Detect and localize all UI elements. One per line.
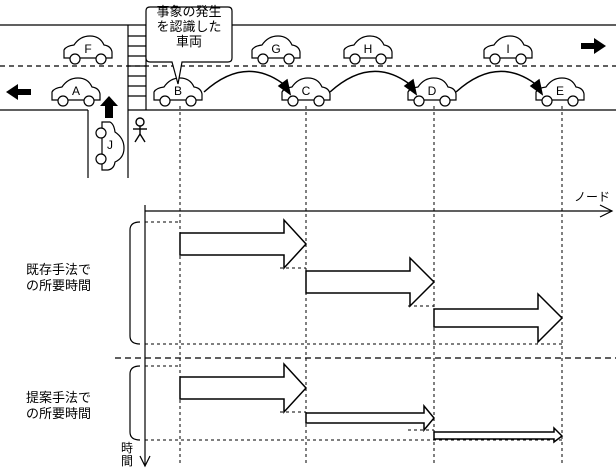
proposed-method-label: 提案手法で の所要時間 xyxy=(26,391,92,422)
car-b-label: B xyxy=(174,84,182,98)
time-dashed-lines xyxy=(145,221,562,441)
cars-layer: A B C D E F G H I J xyxy=(51,35,585,171)
arrow-right-icon xyxy=(581,38,606,54)
car-a: A xyxy=(51,77,101,107)
relay-arrow-c-d xyxy=(329,70,413,93)
existing-arrow-b-c xyxy=(179,218,308,270)
car-h: H xyxy=(343,35,393,65)
car-i-label: I xyxy=(506,42,509,56)
car-j: J xyxy=(95,121,125,171)
car-j-label: J xyxy=(107,138,113,152)
time-axis-arrowhead xyxy=(139,455,151,468)
crosswalk-icon xyxy=(127,25,147,110)
car-g-label: G xyxy=(271,42,280,56)
road xyxy=(0,24,616,178)
callout-box xyxy=(145,6,233,85)
car-c: C xyxy=(281,77,331,107)
time-axis-label: 時 間 xyxy=(121,441,134,468)
car-e: E xyxy=(535,77,585,107)
node-axis-label: ノード xyxy=(574,190,611,204)
relay-arrow-d-e xyxy=(455,70,539,93)
car-a-label: A xyxy=(72,84,80,98)
car-d-label: D xyxy=(428,84,437,98)
proposed-arrow-b-c xyxy=(179,362,308,414)
callout-text: 事象の発生 を認識した 車両 xyxy=(156,5,222,50)
car-d: D xyxy=(407,77,457,107)
car-i: I xyxy=(483,35,533,65)
proposed-arrow-c-d xyxy=(305,403,435,433)
proposed-arrow-d-e xyxy=(433,426,564,444)
arrow-up-icon xyxy=(100,96,118,118)
car-e-label: E xyxy=(556,84,564,98)
existing-arrow-c-d xyxy=(305,256,436,308)
car-h-label: H xyxy=(364,42,373,56)
car-f-label: F xyxy=(84,42,91,56)
car-g: G xyxy=(251,35,301,65)
node-axis-arrowhead xyxy=(599,204,614,218)
car-f: F xyxy=(63,35,113,65)
pedestrian-icon xyxy=(133,117,147,143)
arrow-left-icon xyxy=(6,84,31,100)
brackets xyxy=(129,221,141,441)
existing-arrow-d-e xyxy=(433,292,564,344)
axes xyxy=(139,204,614,468)
message-arrows xyxy=(203,70,544,96)
car-c-label: C xyxy=(302,84,311,98)
relay-arrow-b-c xyxy=(203,70,287,93)
car-b: B xyxy=(153,77,203,107)
block-arrows xyxy=(179,218,564,444)
existing-method-label: 既存手法で の所要時間 xyxy=(26,263,92,294)
